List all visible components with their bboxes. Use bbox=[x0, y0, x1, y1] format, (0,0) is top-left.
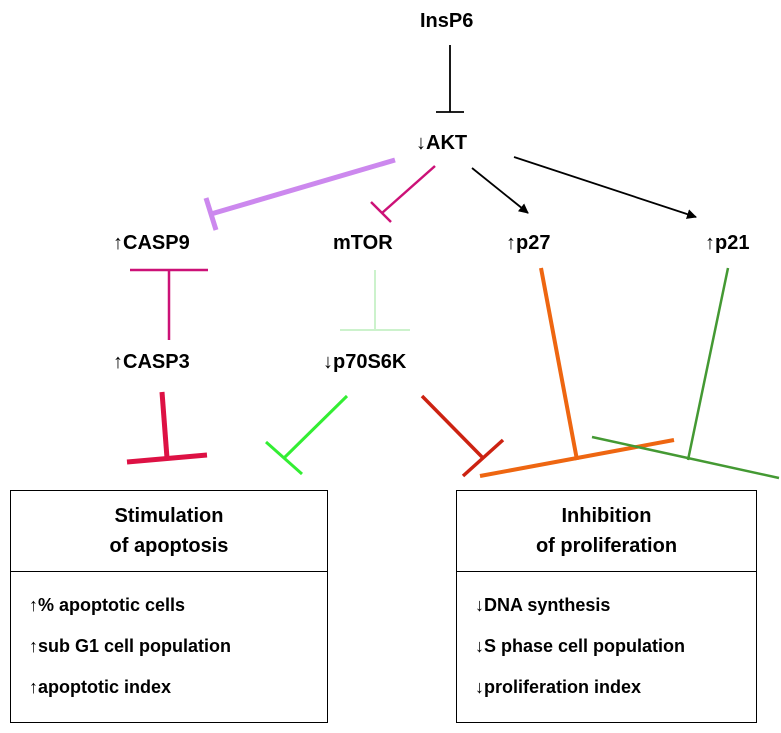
apoptosis-box: Stimulation of apoptosis ↑% apoptotic ce… bbox=[10, 490, 328, 723]
akt-activates-p27-edge bbox=[471, 167, 529, 214]
apoptosis-box-items: ↑% apoptotic cells ↑sub G1 cell populati… bbox=[11, 572, 327, 717]
casp9-node: ↑CASP9 bbox=[113, 232, 190, 254]
apoptosis-item: ↑sub G1 cell population bbox=[29, 636, 232, 656]
casp3-to-apoptosis-edge bbox=[126, 391, 208, 465]
akt-node: ↓AKT bbox=[416, 132, 468, 154]
proliferation-title-line1: Inhibition bbox=[561, 505, 652, 527]
proliferation-item: ↓DNA synthesis bbox=[475, 595, 611, 615]
akt-activates-p21-edge bbox=[513, 156, 697, 219]
casp9-casp3-edge bbox=[130, 268, 208, 340]
p70s6k-to-proliferation-edge bbox=[420, 394, 505, 478]
proliferation-box-title: Inhibition of proliferation bbox=[457, 491, 756, 572]
p21-to-proliferation-edge bbox=[591, 267, 780, 480]
proliferation-box: Inhibition of proliferation ↓DNA synthes… bbox=[456, 490, 757, 723]
p21-node: ↑p21 bbox=[705, 232, 750, 254]
insp6-inhibits-akt-edge bbox=[436, 45, 464, 113]
apoptosis-box-title: Stimulation of apoptosis bbox=[11, 491, 327, 572]
proliferation-box-items: ↓DNA synthesis ↓S phase cell population … bbox=[457, 572, 756, 717]
apoptosis-title-line2: of apoptosis bbox=[109, 535, 229, 557]
casp3-node: ↑CASP3 bbox=[113, 351, 190, 373]
apoptosis-item: ↑% apoptotic cells bbox=[29, 595, 186, 615]
akt-inhibits-mtor-edge bbox=[370, 165, 436, 223]
proliferation-item: ↓S phase cell population bbox=[475, 636, 686, 656]
proliferation-item: ↓proliferation index bbox=[475, 677, 642, 697]
insp6-node: InsP6 bbox=[420, 10, 474, 32]
p27-to-proliferation-edge bbox=[479, 267, 675, 478]
mtor-node: mTOR bbox=[333, 232, 393, 254]
p70s6k-inhibits-apoptosis-edge bbox=[265, 394, 349, 476]
akt-inhibits-casp9-edge bbox=[203, 157, 396, 231]
proliferation-title-line2: of proliferation bbox=[535, 535, 678, 557]
apoptosis-title-line1: Stimulation bbox=[114, 505, 224, 527]
p27-node: ↑p27 bbox=[506, 232, 551, 254]
p70s6k-node: ↓p70S6K bbox=[323, 351, 407, 373]
mtor-inhibits-p70s6k-edge bbox=[340, 270, 410, 331]
apoptosis-item: ↑apoptotic index bbox=[29, 677, 172, 697]
